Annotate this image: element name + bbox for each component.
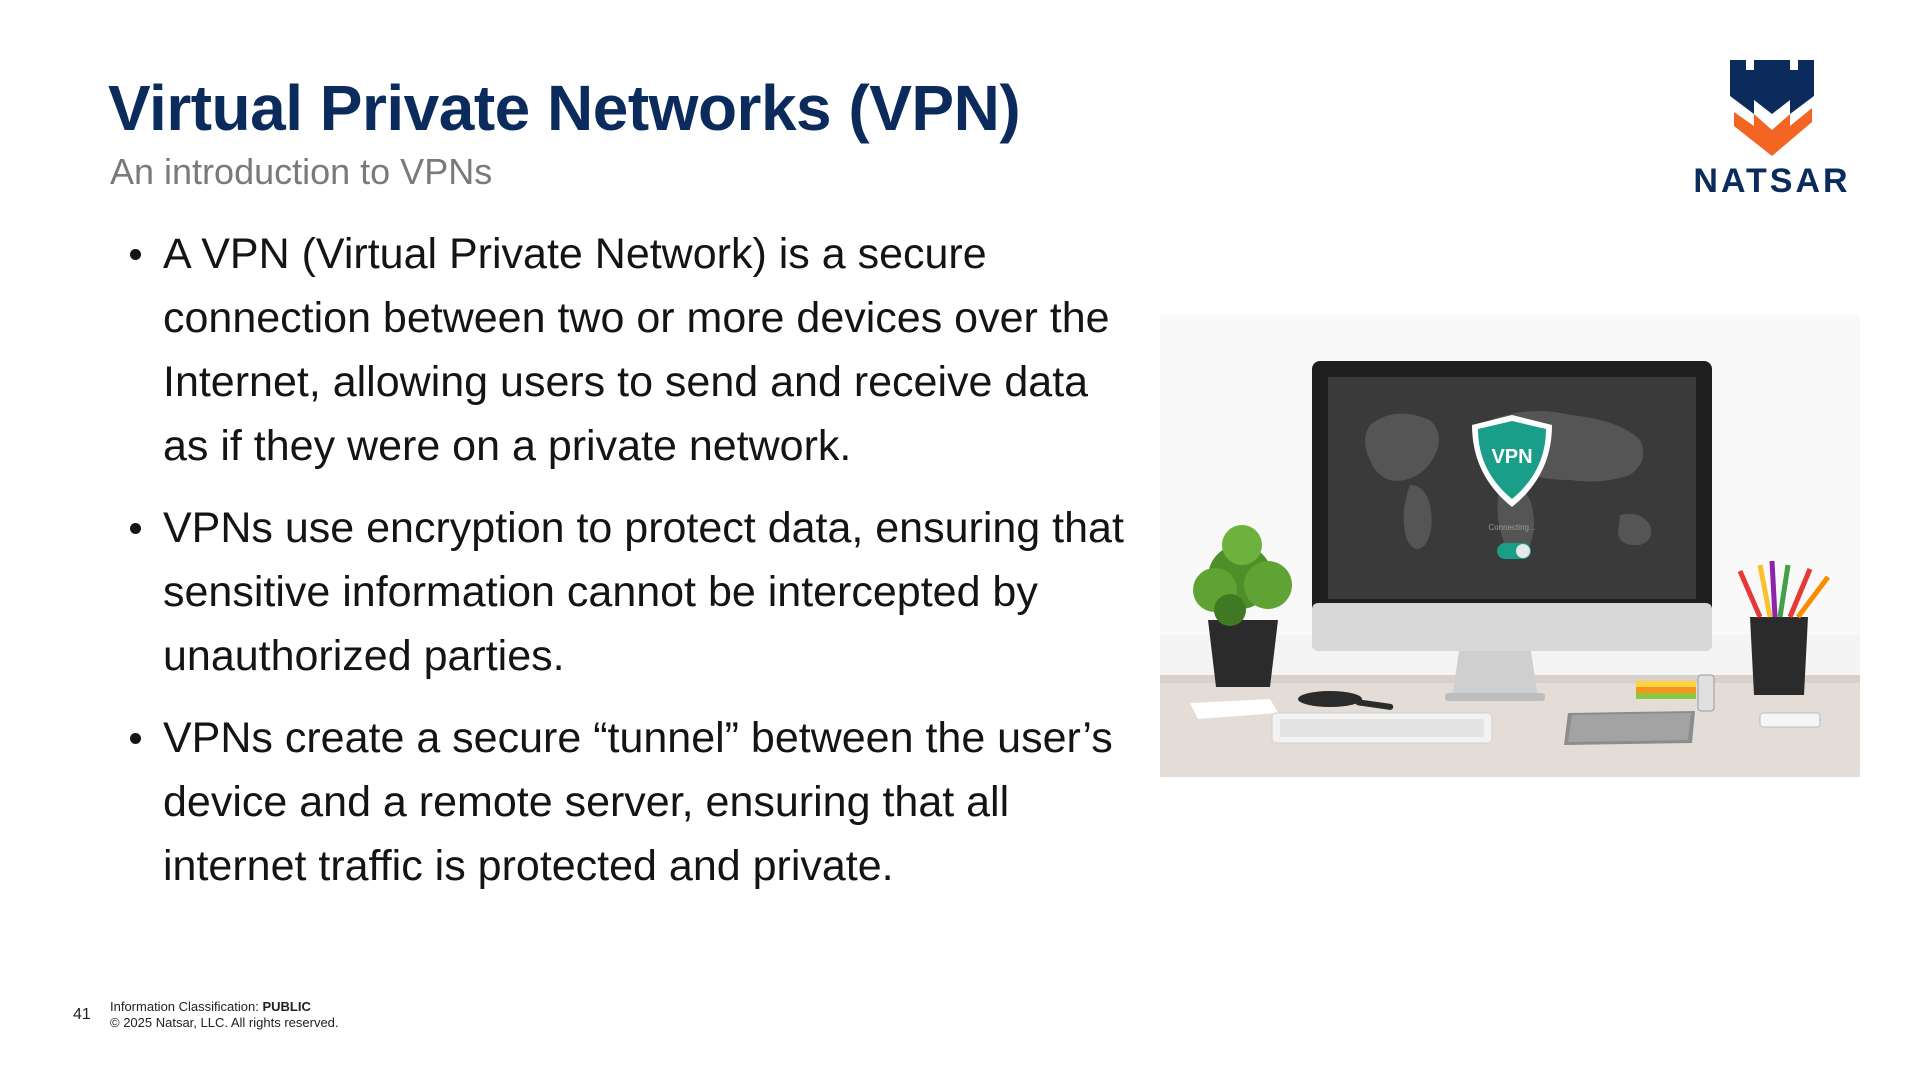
natsar-castle-shield-icon — [1730, 60, 1814, 156]
screen-status-text: Connecting... — [1488, 523, 1535, 532]
bullet-text: VPNs create a secure “tunnel” between th… — [163, 714, 1113, 890]
bullet-text: VPNs use encryption to protect data, ens… — [163, 504, 1124, 680]
natsar-logo: NATSAR — [1672, 50, 1872, 210]
bullet-text: A VPN (Virtual Private Network) is a sec… — [163, 230, 1110, 470]
logo-wordmark: NATSAR — [1693, 162, 1851, 200]
bullet-dot-icon — [130, 733, 141, 744]
bullet-dot-icon — [130, 249, 141, 260]
bullet-item: VPNs use encryption to protect data, ens… — [125, 496, 1130, 688]
classification-value: PUBLIC — [262, 999, 311, 1014]
slide-subtitle: An introduction to VPNs — [110, 151, 493, 192]
bullet-item: A VPN (Virtual Private Network) is a sec… — [125, 222, 1130, 478]
screen-badge-text: VPN — [1491, 446, 1532, 468]
copyright-notice: © 2025 Natsar, LLC. All rights reserved. — [110, 1015, 339, 1030]
classification-label: Information Classification: — [110, 999, 263, 1014]
bullet-list: A VPN (Virtual Private Network) is a sec… — [125, 222, 1130, 916]
desk-computer-vpn-photo: VPN Connecting... — [1160, 315, 1860, 777]
information-classification: Information Classification: PUBLIC — [110, 999, 311, 1015]
slide-title: Virtual Private Networks (VPN) — [108, 72, 1021, 144]
bullet-dot-icon — [130, 523, 141, 534]
page-number: 41 — [73, 1006, 91, 1023]
bullet-item: VPNs create a secure “tunnel” between th… — [125, 706, 1130, 898]
